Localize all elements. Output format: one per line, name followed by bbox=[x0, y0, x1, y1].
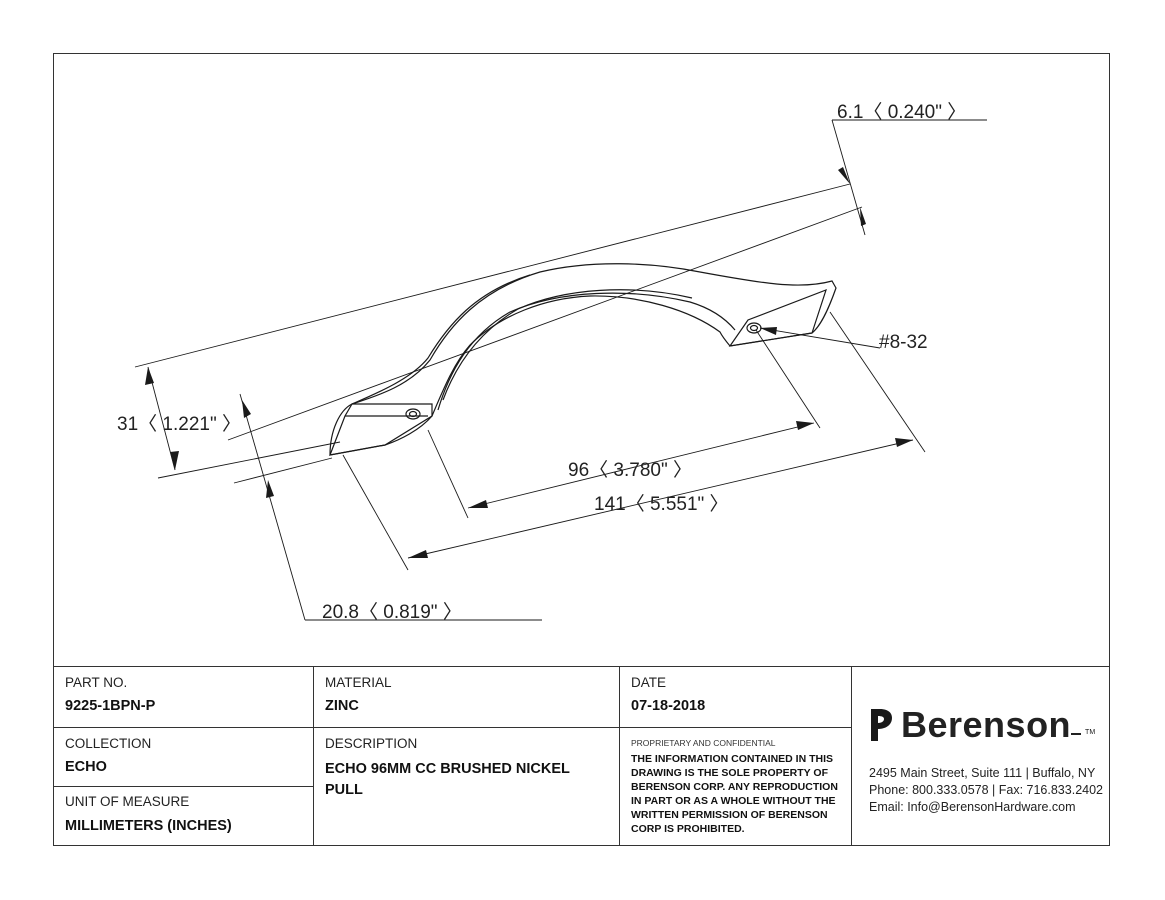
date-cell: DATE 07-18-2018 bbox=[619, 666, 851, 727]
arrow-cc-right bbox=[796, 421, 814, 430]
uom-cell: UNIT OF MEASURE MILLIMETERS (INCHES) bbox=[53, 786, 313, 846]
dim-height: 31〈 1.221" 〉 bbox=[117, 414, 241, 435]
description-label: DESCRIPTION bbox=[325, 736, 418, 751]
dim-overall-length: 141〈 5.551" 〉 bbox=[594, 494, 729, 515]
uom-value: MILLIMETERS (INCHES) bbox=[65, 818, 232, 834]
collection-value: ECHO bbox=[65, 759, 107, 775]
collection-label: COLLECTION bbox=[65, 736, 152, 751]
drawing-sheet bbox=[53, 53, 1110, 846]
material-value: ZINC bbox=[325, 698, 359, 714]
arrow-depth-top bbox=[242, 400, 251, 418]
trademark: TM bbox=[1085, 728, 1096, 736]
company-phone-fax: Phone: 800.333.0578 | Fax: 716.833.2402 bbox=[869, 783, 1103, 797]
description-value: ECHO 96MM CC BRUSHED NICKEL PULL bbox=[325, 761, 570, 798]
arrow-thread bbox=[760, 327, 777, 335]
part-no-label: PART NO. bbox=[65, 675, 128, 690]
proprietary-cell: PROPRIETARY AND CONFIDENTIAL THE INFORMA… bbox=[619, 666, 851, 846]
dim-depth: 20.8〈 0.819" 〉 bbox=[322, 602, 462, 623]
right-screw-hole bbox=[746, 322, 762, 334]
arrow-cc-left bbox=[468, 500, 488, 508]
dim-center-to-center: 96〈 3.780" 〉 bbox=[568, 460, 692, 481]
dim-thread: #8-32 bbox=[879, 332, 928, 353]
arrow-overall-left bbox=[408, 550, 428, 558]
arrow-depth-bottom bbox=[266, 480, 274, 498]
company-brand: Berenson TM bbox=[869, 704, 1095, 746]
pull-top-edge bbox=[351, 274, 531, 405]
berenson-logo-icon bbox=[871, 709, 892, 741]
description-cell: DESCRIPTION ECHO 96MM CC BRUSHED NICKEL … bbox=[313, 727, 619, 846]
left-screw-hole bbox=[405, 408, 421, 420]
material-cell: MATERIAL ZINC bbox=[313, 666, 619, 727]
company-address: 2495 Main Street, Suite 111 | Buffalo, N… bbox=[869, 766, 1096, 780]
proprietary-text: THE INFORMATION CONTAINED IN THIS DRAWIN… bbox=[631, 753, 838, 835]
arrow-thick-top bbox=[838, 167, 850, 184]
date-value: 07-18-2018 bbox=[631, 698, 706, 714]
company-name: Berenson bbox=[901, 704, 1072, 745]
arrow-thick-bottom bbox=[860, 207, 866, 226]
right-foot bbox=[728, 288, 827, 347]
arrow-overall-right bbox=[895, 438, 913, 447]
arrow-height-bottom bbox=[170, 451, 179, 470]
part-no-value: 9225-1BPN-P bbox=[65, 698, 156, 714]
pull-inner-arch bbox=[437, 292, 736, 411]
company-cell: Berenson TM 2495 Main Street, Suite 111 … bbox=[851, 666, 1110, 846]
pull-inner-arch-2 bbox=[442, 289, 693, 401]
material-label: MATERIAL bbox=[325, 675, 392, 690]
arrow-height-top bbox=[145, 367, 154, 385]
dim-thickness: 6.1〈 0.240" 〉 bbox=[837, 102, 967, 123]
title-block: PART NO. 9225-1BPN-P MATERIAL ZINC DATE … bbox=[53, 666, 1110, 846]
part-no-cell: PART NO. 9225-1BPN-P bbox=[53, 666, 313, 727]
date-label: DATE bbox=[631, 675, 667, 690]
proprietary-heading: PROPRIETARY AND CONFIDENTIAL bbox=[631, 738, 776, 748]
company-email: Email: Info@BerensonHardware.com bbox=[869, 800, 1076, 814]
collection-cell: COLLECTION ECHO bbox=[53, 727, 313, 786]
uom-label: UNIT OF MEASURE bbox=[65, 794, 190, 809]
